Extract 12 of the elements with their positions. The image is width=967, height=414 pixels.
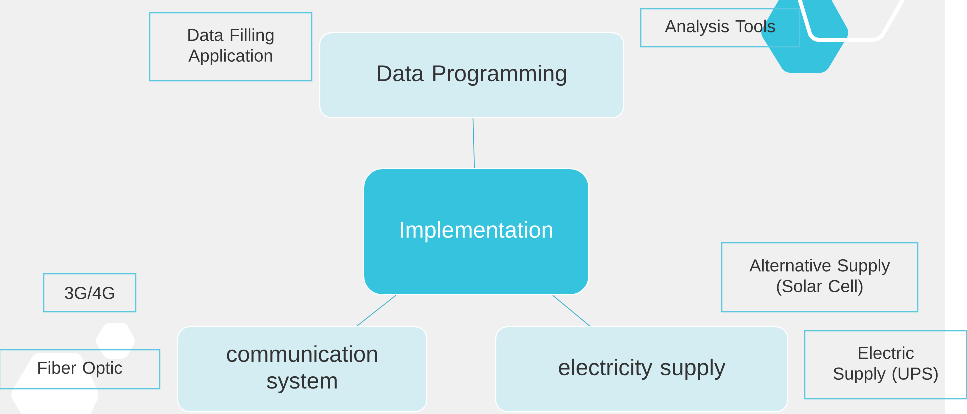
topic-box: electricity supply [495, 326, 789, 413]
label-box: 3G/4G [43, 273, 137, 313]
topic-box: Data Programming [319, 32, 625, 119]
connector-line [472, 118, 476, 169]
label-box: Alternative Supply (Solar Cell) [721, 242, 919, 313]
connector-line [552, 295, 591, 327]
topic-box: communication system [177, 326, 428, 413]
label-box: Fiber Optic [0, 349, 161, 390]
central-box: Implementation [363, 168, 590, 296]
connector-line [356, 295, 396, 327]
label-box: Data Filling Application [149, 12, 313, 82]
label-box: Electric Supply (UPS) [804, 330, 967, 400]
